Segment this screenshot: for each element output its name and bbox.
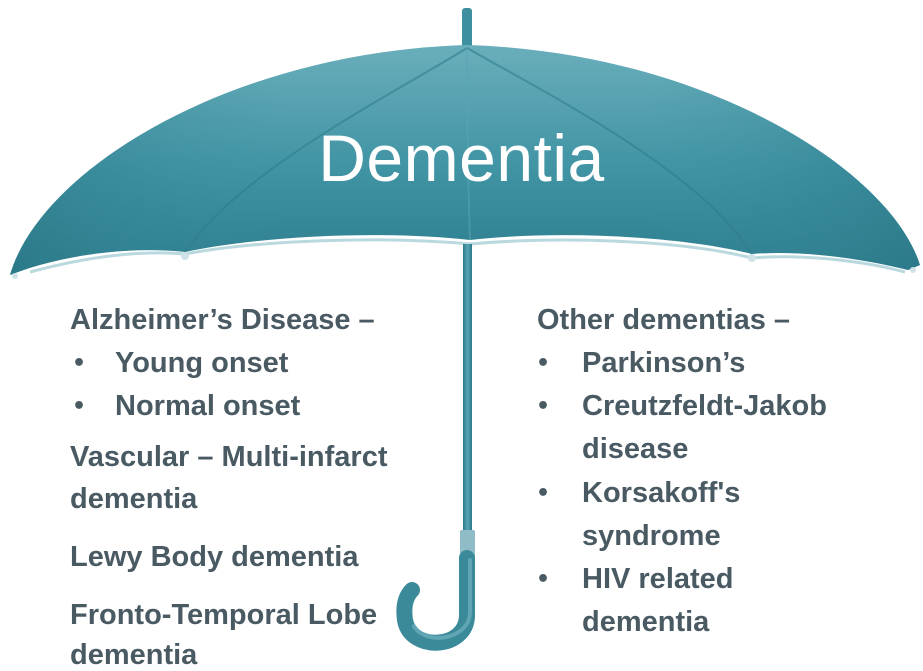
umbrella-handle bbox=[404, 558, 467, 643]
lewy-body-dementia: Lewy Body dementia bbox=[70, 536, 358, 579]
fronto-temporal-line2: dementia bbox=[70, 634, 197, 671]
umbrella-shaft bbox=[463, 244, 472, 534]
item-cjd-line2: disease bbox=[582, 428, 688, 471]
rib-tip bbox=[910, 267, 916, 273]
rib-tip bbox=[12, 273, 18, 279]
vascular-line2: dementia bbox=[70, 478, 197, 521]
rib-tip bbox=[748, 254, 756, 262]
bullet: • bbox=[72, 342, 86, 385]
fronto-temporal-line1: Fronto-Temporal Lobe bbox=[70, 594, 377, 637]
item-korsakoff-line1: Korsakoff's bbox=[582, 472, 740, 515]
alzheimers-heading: Alzheimer’s Disease – bbox=[70, 299, 375, 342]
other-dementias-heading: Other dementias – bbox=[537, 299, 790, 342]
rib-tip bbox=[181, 252, 189, 260]
bullet: • bbox=[72, 385, 86, 428]
bullet: • bbox=[536, 385, 550, 428]
item-korsakoff-line2: syndrome bbox=[582, 515, 721, 558]
vascular-line1: Vascular – Multi-infarct bbox=[70, 436, 388, 479]
item-parkinsons: Parkinson’s bbox=[582, 342, 745, 385]
bullet: • bbox=[536, 342, 550, 385]
bullet: • bbox=[536, 472, 550, 515]
diagram-title: Dementia bbox=[0, 120, 923, 196]
bullet: • bbox=[536, 558, 550, 601]
alzheimers-item-normal-onset: Normal onset bbox=[115, 385, 300, 428]
umbrella-tip bbox=[462, 8, 472, 48]
item-cjd-line1: Creutzfeldt-Jakob bbox=[582, 385, 827, 428]
item-hiv-line2: dementia bbox=[582, 601, 709, 644]
alzheimers-item-young-onset: Young onset bbox=[115, 342, 288, 385]
item-hiv-line1: HIV related bbox=[582, 558, 734, 601]
